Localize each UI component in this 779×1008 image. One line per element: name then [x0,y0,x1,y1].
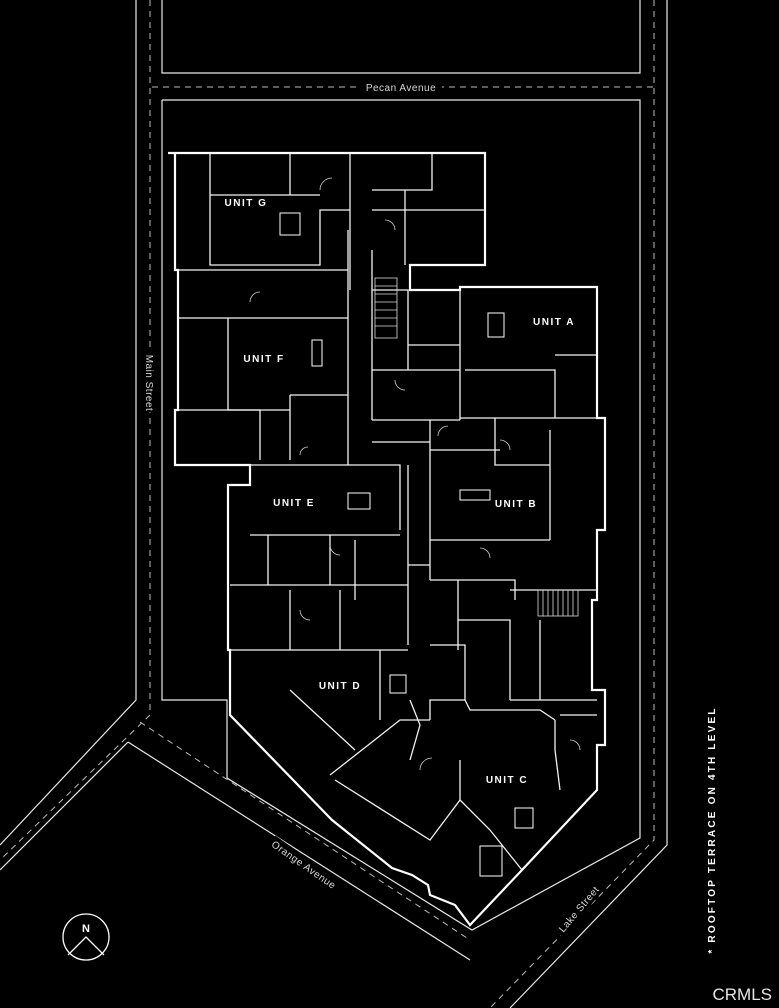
rooftop-note: * ROOFTOP TERRACE ON 4TH LEVEL [707,706,718,953]
stairs [374,277,579,617]
street-curbs [0,0,668,1008]
street-label-left: Main Street [143,355,154,412]
unit-label-e: UNIT E [273,498,315,509]
compass-letter: N [82,923,90,935]
street-centerlines [0,0,655,1008]
unit-label-b: UNIT B [495,499,537,510]
fixtures [279,212,534,877]
street-label-bottom-left: Orange Avenue [269,839,337,892]
street-label-top: Pecan Avenue [366,83,436,94]
building-outline [168,151,607,927]
doors [249,177,581,771]
street-label-bottom-right: Lake Street [557,884,602,934]
unit-label-g: UNIT G [225,198,268,209]
unit-label-c: UNIT C [486,775,528,786]
unit-label-f: UNIT F [243,354,284,365]
interior-walls [175,153,597,871]
watermark: CRMLS [712,985,772,1004]
unit-label-d: UNIT D [319,681,361,692]
north-compass-icon: N [62,913,110,961]
unit-label-a: UNIT A [533,317,575,328]
